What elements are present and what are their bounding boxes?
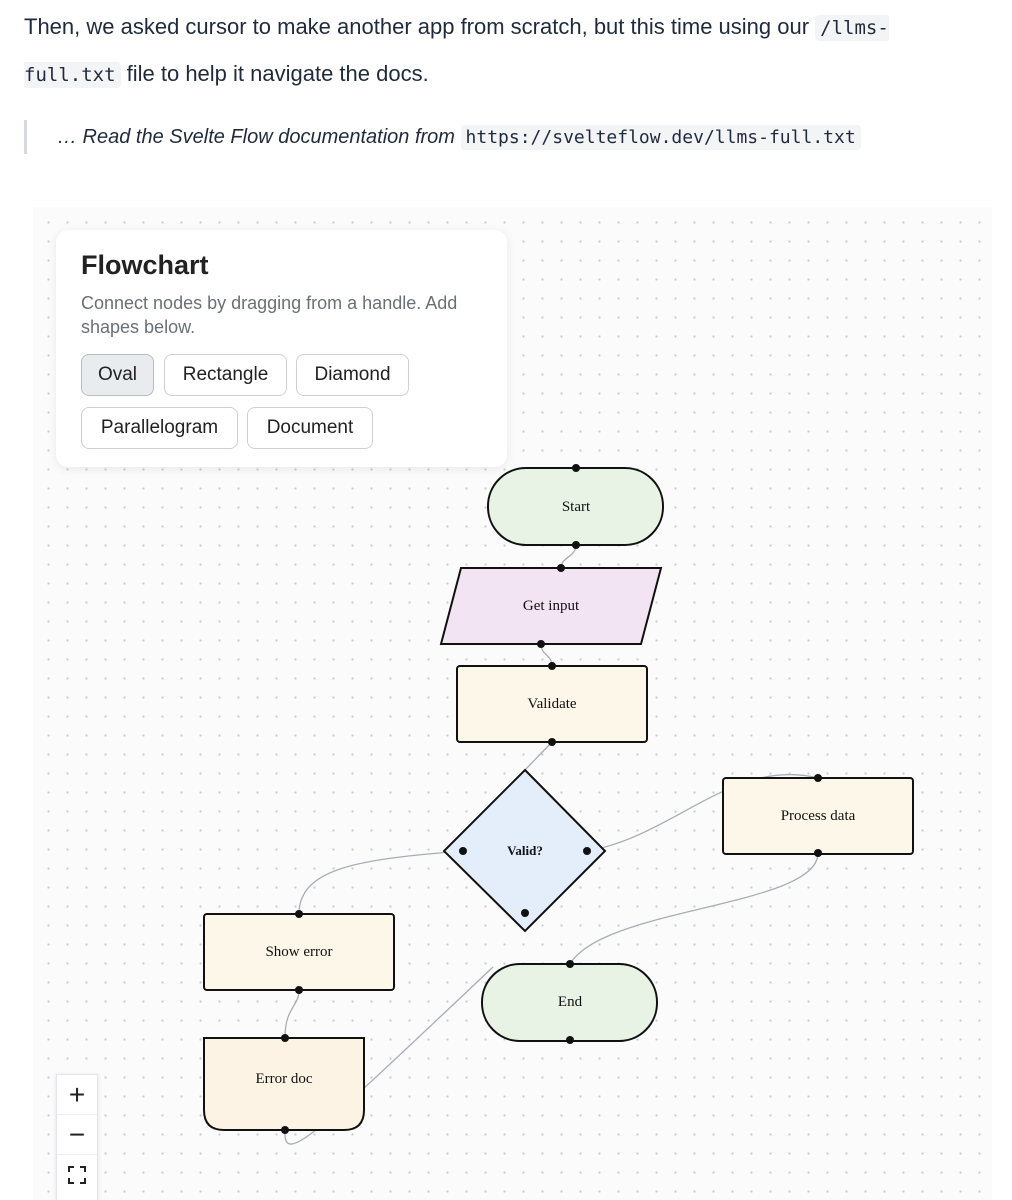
handle <box>557 564 565 572</box>
handle <box>814 774 822 782</box>
edge-process-end <box>569 852 819 965</box>
docs-url-link[interactable]: https://svelteflow.dev/llms-full.txt <box>460 125 861 150</box>
node-process-data-label: Process data <box>781 808 856 824</box>
handle <box>572 541 580 549</box>
flowchart-panel: Flowchart Connect nodes by dragging from… <box>56 230 507 467</box>
handle <box>566 1036 574 1044</box>
rectangle-button[interactable]: Rectangle <box>164 354 287 396</box>
node-error-doc[interactable]: Error doc <box>203 1037 365 1131</box>
edge-valid-process <box>586 773 819 852</box>
plus-icon: + <box>68 1078 86 1110</box>
minus-icon: − <box>68 1118 86 1150</box>
node-get-input[interactable]: Get input <box>439 567 663 645</box>
node-process-data[interactable]: Process data <box>722 777 914 855</box>
node-get-input-label: Get input <box>523 598 580 614</box>
quote-text: … Read the Svelte Flow documentation fro… <box>57 126 461 148</box>
handle <box>548 738 556 746</box>
node-validate[interactable]: Validate <box>456 665 648 743</box>
node-end[interactable]: End <box>481 963 658 1042</box>
edge-valid-showerror <box>298 850 464 915</box>
handle <box>583 847 591 855</box>
zoom-controls: + − <box>56 1074 98 1200</box>
zoom-in-button[interactable]: + <box>57 1075 97 1115</box>
node-show-error[interactable]: Show error <box>203 913 395 991</box>
node-validate-label: Validate <box>527 696 576 712</box>
handle <box>537 640 545 648</box>
parallelogram-button[interactable]: Parallelogram <box>81 407 238 449</box>
handles-group[interactable] <box>281 464 822 1134</box>
edge-validate-valid <box>524 741 553 771</box>
node-end-label: End <box>558 994 583 1010</box>
node-start[interactable]: Start <box>487 467 664 546</box>
flow-canvas[interactable]: Start Get input Validate Valid? Process … <box>33 207 992 1200</box>
document-button[interactable]: Document <box>247 407 373 449</box>
edge-start-getinput <box>560 544 577 569</box>
handle <box>548 662 556 670</box>
edge-showerror-errordoc <box>284 989 300 1039</box>
intro-text-end: file to help it navigate the docs. <box>120 61 429 86</box>
blockquote: … Read the Svelte Flow documentation fro… <box>24 120 861 154</box>
handle <box>459 847 467 855</box>
handle <box>281 1126 289 1134</box>
fit-view-icon <box>68 1166 86 1184</box>
panel-description: Connect nodes by dragging from a handle.… <box>81 293 458 337</box>
fit-view-button[interactable] <box>57 1155 97 1195</box>
flow-diagram: Start Get input Validate Valid? Process … <box>203 464 914 1145</box>
oval-button[interactable]: Oval <box>81 354 154 396</box>
node-show-error-label: Show error <box>265 944 332 960</box>
diamond-button[interactable]: Diamond <box>296 354 409 396</box>
handle <box>281 1034 289 1042</box>
handle <box>295 986 303 994</box>
handle <box>295 910 303 918</box>
handle <box>814 849 822 857</box>
node-valid-label: Valid? <box>507 843 543 858</box>
intro-text: Then, we asked cursor to make another ap… <box>24 14 816 39</box>
handle <box>572 464 580 472</box>
intro-paragraph: Then, we asked cursor to make another ap… <box>24 4 984 98</box>
handle <box>521 909 529 917</box>
panel-title: Flowchart <box>81 250 209 280</box>
node-error-doc-label: Error doc <box>255 1071 312 1087</box>
node-valid[interactable]: Valid? <box>442 768 607 933</box>
node-start-label: Start <box>562 499 591 515</box>
zoom-out-button[interactable]: − <box>57 1115 97 1155</box>
handle <box>566 960 574 968</box>
